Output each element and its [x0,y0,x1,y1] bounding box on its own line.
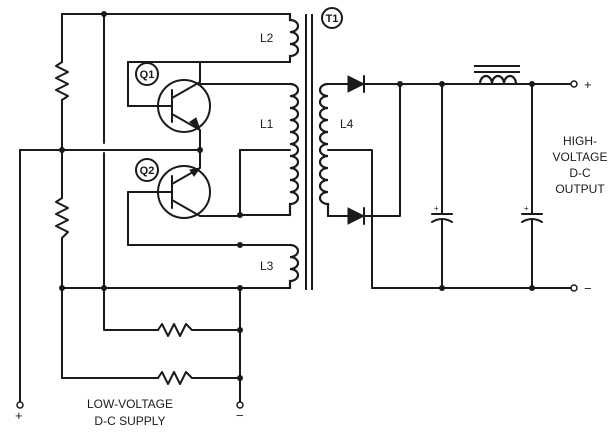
output-caption: HIGH- VOLTAGE D-C OUTPUT [553,134,608,196]
l4-label: L4 [340,117,354,131]
t1-label: T1 [326,13,339,25]
rectifier-diode-top [347,75,366,93]
filter-choke [469,65,520,86]
rectifier-diode-bottom [347,207,366,225]
output-caption-line2: VOLTAGE [553,150,608,164]
transistor-q2: Q2 [127,149,241,246]
l3-label: L3 [260,259,274,273]
output-caption-line3: D-C [569,166,591,180]
output-terminal-plus: + [570,77,592,92]
output-plus-sign: + [584,77,592,92]
input-plus-sign: + [15,408,23,423]
cap1-polarity: + [434,204,439,213]
junction-dots-right [397,81,535,291]
l2-label: L2 [260,31,274,45]
q1-label: Q1 [140,69,155,81]
filter-capacitor-1: + [431,83,453,289]
input-terminal-plus: + [15,401,24,423]
output-terminal-minus: − [570,281,592,296]
input-wiring [19,13,291,405]
l1-label: L1 [260,117,274,131]
input-caption-line1: LOW-VOLTAGE [87,397,173,411]
bias-resistor-bottom [55,197,69,239]
output-wiring [327,83,573,289]
filter-capacitor-2: + [521,83,543,289]
input-terminal-minus: − [236,401,244,423]
input-caption: LOW-VOLTAGE D-C SUPPLY [87,397,173,428]
input-minus-sign: − [236,408,244,423]
resistor-r-upper [157,323,193,337]
output-minus-sign: − [584,281,592,296]
output-caption-line4: OUTPUT [555,182,605,196]
transistor-q1: Q1 [127,61,291,151]
transformer-t1: T1 L2 L1 L3 L4 [199,7,354,290]
resistor-r-lower [157,371,193,385]
input-caption-line2: D-C SUPPLY [94,414,165,428]
q2-label: Q2 [140,165,155,177]
cap2-polarity: + [524,204,529,213]
junction-dots-left [59,11,243,381]
output-caption-line1: HIGH- [563,134,597,148]
bias-resistor-top [55,61,69,101]
